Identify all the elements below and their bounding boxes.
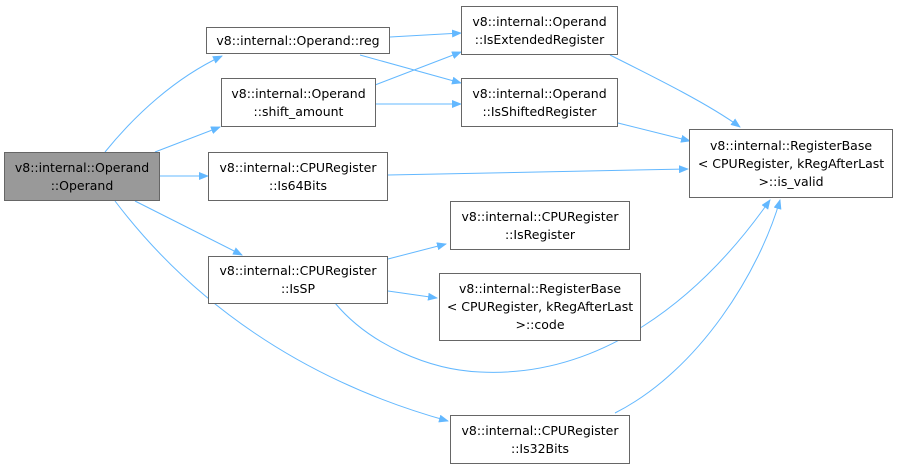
edge-is64bits-to-isvalid <box>387 165 689 176</box>
node-cpuregister-issp[interactable]: v8::internal::CPURegister ::IsSP <box>208 256 388 304</box>
node-operand-shift-amount-line1: v8::internal::Operand <box>231 85 366 101</box>
node-registerbase-is-valid-line2: < CPURegister, kRegAfterLast <box>697 155 885 171</box>
node-cpuregister-is64bits-line2: ::Is64Bits <box>269 177 327 193</box>
node-operand-shift-amount[interactable]: v8::internal::Operand ::shift_amount <box>221 78 376 127</box>
node-registerbase-is-valid-line1: v8::internal::RegisterBase <box>709 137 873 153</box>
node-operand-reg[interactable]: v8::internal::Operand::reg <box>206 27 390 54</box>
node-operand-reg-line1: v8::internal::Operand::reg <box>216 32 380 48</box>
node-operand-isshiftedregister-line1: v8::internal::Operand <box>472 85 607 101</box>
node-registerbase-code-line1: v8::internal::RegisterBase <box>458 281 622 296</box>
edge-reg-to-isextended <box>389 29 462 38</box>
node-operand-operand: v8::internal::Operand ::Operand <box>4 152 160 201</box>
node-cpuregister-is64bits-line1: v8::internal::CPURegister <box>219 159 377 175</box>
node-registerbase-is-valid[interactable]: v8::internal::RegisterBase < CPURegister… <box>689 129 893 198</box>
edge-root-to-shift-amount <box>154 126 221 153</box>
node-operand-isshiftedregister-line2: ::IsShiftedRegister <box>482 103 597 119</box>
node-cpuregister-is32bits-line2: ::Is32Bits <box>511 440 569 456</box>
node-cpuregister-isregister-line1: v8::internal::CPURegister <box>461 208 619 224</box>
edge-is32bits-to-isvalid <box>614 199 782 414</box>
edge-isshifted-to-isvalid <box>617 122 691 143</box>
node-registerbase-code-line3: >::code <box>515 317 565 332</box>
node-cpuregister-is64bits[interactable]: v8::internal::CPURegister ::Is64Bits <box>208 152 388 201</box>
edge-root-to-is32bits <box>114 200 449 423</box>
node-operand-isextendedregister-line2: ::IsExtendedRegister <box>474 31 605 47</box>
node-registerbase-is-valid-line3: >::is_valid <box>758 173 824 189</box>
edge-root-to-reg <box>104 55 223 153</box>
node-operand-isshiftedregister[interactable]: v8::internal::Operand ::IsShiftedRegiste… <box>461 78 618 127</box>
edge-reg-to-isshifted <box>359 54 462 85</box>
node-cpuregister-issp-line2: ::IsSP <box>280 281 316 296</box>
node-registerbase-code-line2: < CPURegister, kRegAfterLast <box>446 299 634 314</box>
node-operand-operand-line2: ::Operand <box>50 177 114 193</box>
node-cpuregister-isregister[interactable]: v8::internal::CPURegister ::IsRegister <box>450 201 630 250</box>
node-cpuregister-issp-line1: v8::internal::CPURegister <box>219 263 377 278</box>
edge-issp-to-isvalid <box>334 199 771 373</box>
node-cpuregister-is32bits[interactable]: v8::internal::CPURegister ::Is32Bits <box>450 415 630 464</box>
node-operand-shift-amount-line2: ::shift_amount <box>253 103 344 119</box>
edge-issp-to-code <box>387 290 438 301</box>
edge-issp-to-isregister <box>387 242 447 260</box>
node-operand-operand-line1: v8::internal::Operand <box>14 159 150 175</box>
node-operand-isextendedregister-line1: v8::internal::Operand <box>472 13 607 29</box>
node-operand-isextendedregister[interactable]: v8::internal::Operand ::IsExtendedRegist… <box>461 6 618 55</box>
node-cpuregister-isregister-line2: ::IsRegister <box>504 226 576 242</box>
edge-isextended-to-isvalid <box>609 54 741 128</box>
node-cpuregister-is32bits-line1: v8::internal::CPURegister <box>461 422 619 438</box>
node-registerbase-code[interactable]: v8::internal::RegisterBase < CPURegister… <box>439 273 641 341</box>
edge-root-to-issp <box>134 200 243 256</box>
edge-shift-to-isextended <box>374 51 462 86</box>
